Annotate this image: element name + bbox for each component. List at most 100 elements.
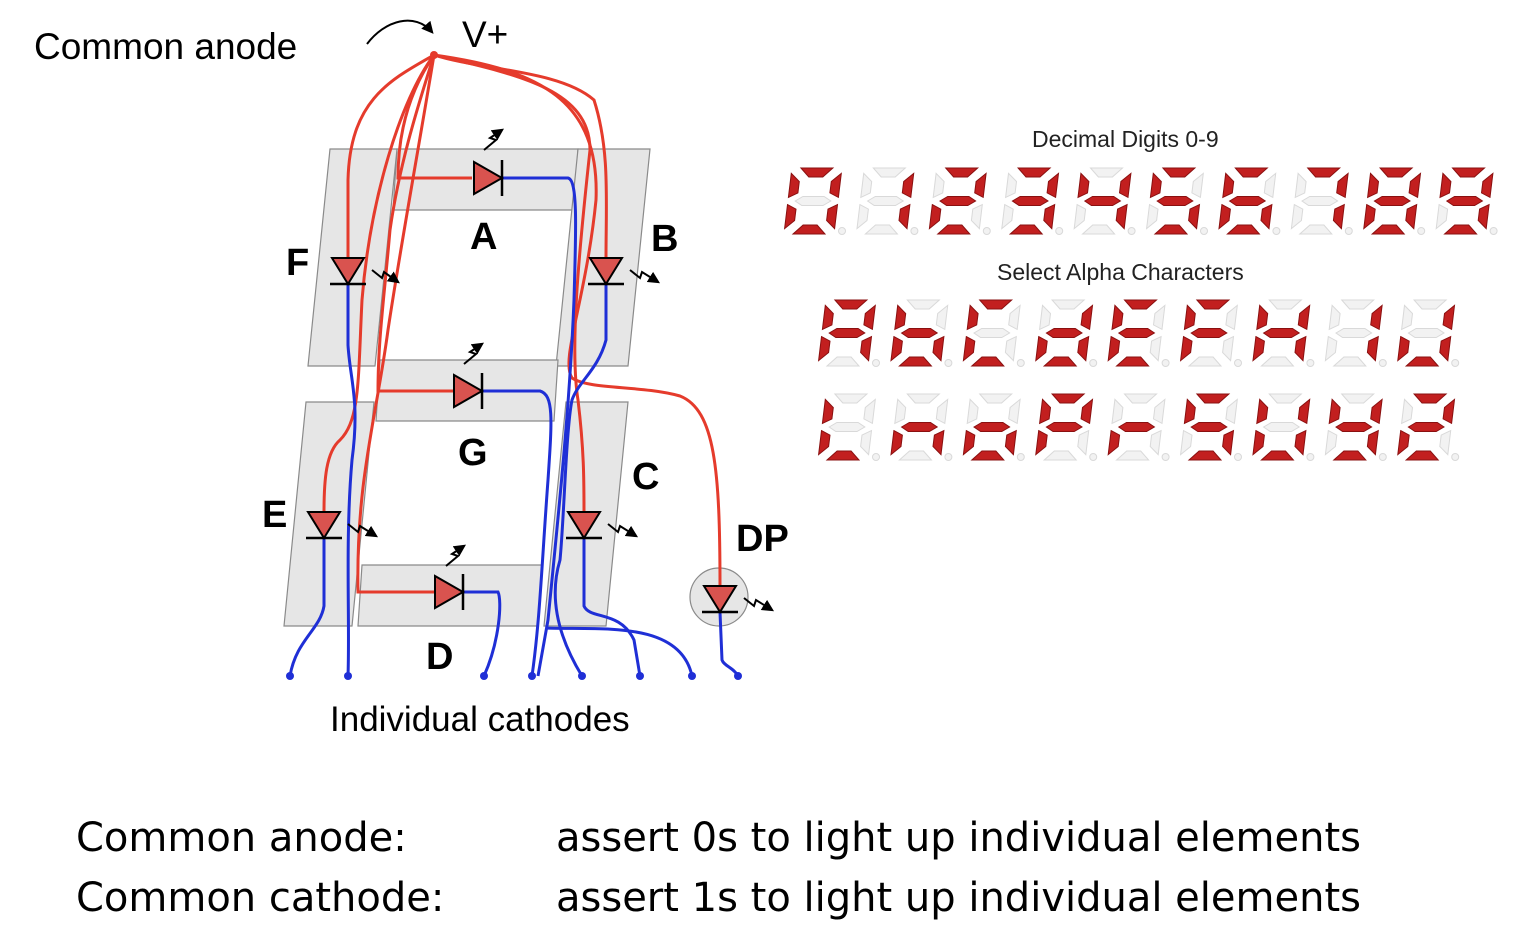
segment-e: [817, 335, 831, 362]
segment-g: [1407, 422, 1445, 432]
segment-dp: [1417, 227, 1426, 235]
segment-g: [973, 422, 1011, 432]
segment-g: [1262, 422, 1301, 432]
seven-seg-char: [817, 393, 880, 461]
segment-g: [1301, 196, 1339, 206]
seven-seg-char: [1252, 393, 1315, 461]
segment-f: [1111, 398, 1124, 425]
seven-seg-char: [1107, 299, 1170, 367]
segment-c: [1077, 335, 1090, 362]
segment-g: [1083, 196, 1122, 206]
seven-segment-diagram: [283, 19, 1498, 680]
segment-b: [1152, 304, 1166, 331]
seven-seg-char: [1035, 299, 1098, 367]
led-b: [588, 257, 661, 286]
segment-b: [863, 398, 876, 425]
notes: Common anode: assert 0s to light up indi…: [76, 808, 1361, 928]
segment-b: [1118, 172, 1132, 199]
segment-c: [1149, 429, 1162, 456]
segment-a: [906, 299, 941, 310]
segment-f: [821, 304, 834, 331]
segment-c: [1222, 335, 1235, 362]
segment-f: [1294, 172, 1307, 199]
segment-b: [1442, 398, 1456, 425]
digits-title: Decimal Digits 0-9: [1032, 126, 1219, 152]
segment-g: [794, 196, 832, 206]
segment-dp: [1127, 227, 1136, 235]
segment-c: [1366, 335, 1379, 362]
segment-f: [787, 172, 800, 199]
segment-b: [1008, 398, 1021, 425]
segment-c: [932, 335, 945, 362]
segment-d: [1332, 356, 1367, 367]
segment-dp: [872, 453, 880, 461]
segment-dp: [1161, 453, 1170, 461]
anode-pointer-arrow: [366, 19, 434, 45]
segment-e: [1397, 429, 1410, 456]
segment-f: [1077, 172, 1090, 199]
segment-e: [1435, 203, 1449, 230]
segment-c: [1477, 203, 1490, 230]
segment-dp: [1272, 227, 1281, 235]
segment-g: [1445, 196, 1484, 206]
segment-d: [1115, 450, 1150, 461]
segment-c: [1004, 429, 1017, 456]
segment-a: [1340, 393, 1376, 404]
segment-g: [973, 328, 1011, 338]
segment-e: [1107, 429, 1121, 456]
segment-a: [1123, 393, 1158, 404]
segment-b: [1336, 172, 1349, 199]
segment-f: [1149, 172, 1162, 199]
segment-c: [860, 335, 873, 362]
segment-g: [900, 328, 939, 338]
seven-seg-char: [1324, 393, 1387, 461]
note-value: assert 0s to light up individual element…: [556, 815, 1361, 861]
segment-b: [1480, 172, 1494, 199]
segment-a: [799, 167, 835, 178]
segment-f: [1004, 172, 1018, 199]
common-anode-label: Common anode: [34, 26, 298, 67]
seven-seg-char: [890, 299, 953, 367]
segment-e: [890, 429, 903, 456]
seven-seg-char: [1324, 299, 1387, 367]
segment-f: [1183, 398, 1196, 425]
segment-d: [825, 356, 861, 367]
digit-display-row: [783, 167, 1498, 235]
alpha-display-row-1: [817, 299, 1460, 367]
seven-seg-char: [1252, 299, 1315, 367]
segment-e: [1252, 429, 1265, 456]
segment-f: [1328, 398, 1341, 425]
anode-wires: [322, 53, 722, 594]
segment-g: [900, 422, 939, 432]
segment-d: [898, 356, 933, 367]
segment-b: [935, 304, 949, 331]
segment-d: [1443, 224, 1478, 235]
segment-a: [1123, 299, 1158, 310]
segment-g: [1045, 328, 1083, 338]
segment-e: [783, 203, 797, 230]
segment-f: [1038, 304, 1052, 331]
segment-dp: [1306, 359, 1315, 367]
segment-f: [894, 398, 907, 425]
segment-g: [1045, 422, 1083, 432]
segment-b: [1046, 172, 1060, 199]
seven-seg-char: [962, 393, 1025, 461]
segment-g: [939, 196, 977, 206]
segment-d: [1226, 224, 1261, 235]
segment-b: [974, 172, 987, 199]
segment-g: [1011, 196, 1049, 206]
segment-dp: [1378, 453, 1387, 461]
segment-f: [1256, 304, 1269, 331]
segment-e: [928, 203, 942, 230]
segment-b: [1225, 398, 1238, 425]
segment-b: [935, 398, 949, 425]
segment-c: [1439, 335, 1452, 362]
segment-dp: [1016, 359, 1025, 367]
segment-g: [866, 196, 905, 206]
segment-c: [1405, 203, 1418, 230]
segment-d: [1153, 224, 1189, 235]
seven-seg-char: [1179, 299, 1242, 367]
segment-a: [944, 167, 980, 178]
segment-f: [1400, 304, 1414, 331]
segment-a: [906, 393, 941, 404]
